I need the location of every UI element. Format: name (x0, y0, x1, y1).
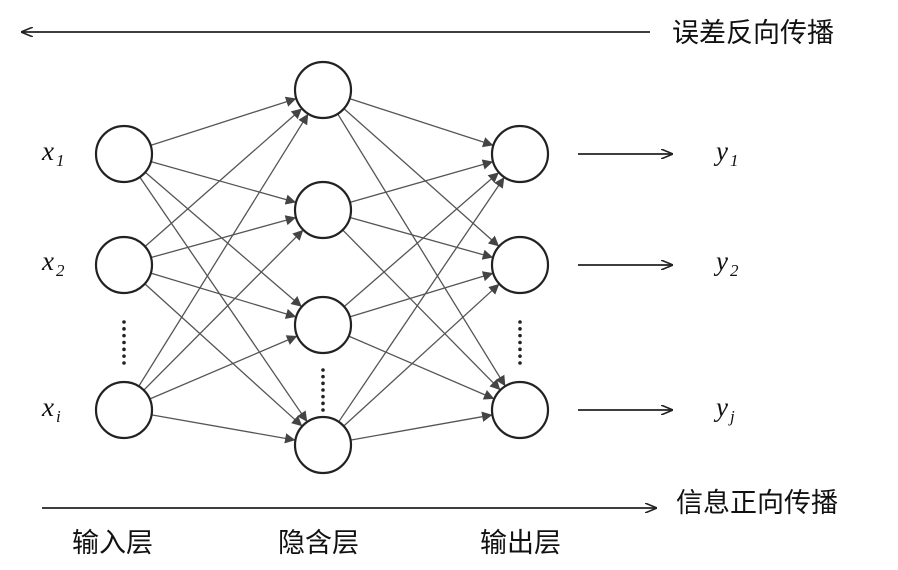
edge-hidden-3-output-0 (338, 177, 505, 423)
ellipsis-dot (518, 340, 522, 345)
input-neuron-0 (94, 124, 154, 184)
hidden-neuron-0 (293, 60, 353, 120)
ellipsis-dot (321, 401, 325, 406)
input-neuron-2 (94, 380, 154, 440)
ellipsis-dot (518, 327, 522, 331)
edge-input-0-hidden-1 (150, 160, 297, 205)
output-ellipsis (518, 320, 522, 365)
input-neuron-1 (94, 235, 154, 295)
edge-hidden-0-output-0 (349, 98, 494, 148)
ellipsis-dot (321, 394, 325, 399)
ellipsis-dot (122, 320, 126, 324)
hidden-neuron-3 (293, 415, 353, 475)
input-ellipsis (122, 320, 126, 365)
edge-input-2-hidden-3 (151, 414, 296, 444)
ellipsis-dot (122, 333, 126, 338)
edge-input-2-hidden-0 (138, 113, 309, 387)
edge-input-0-hidden-2 (144, 171, 302, 307)
ellipsis-dot (321, 374, 325, 379)
edge-hidden-0-output-2 (337, 113, 506, 387)
ellipsis-dot (122, 361, 126, 365)
edge-input-1-hidden-3 (144, 283, 303, 427)
edge-input-1-hidden-1 (150, 215, 297, 259)
ellipsis-dot (122, 340, 126, 345)
ellipsis-dot (518, 354, 522, 358)
edge-input-1-hidden-2 (150, 272, 297, 319)
layer-label-input: 输入层 (72, 528, 153, 559)
ellipsis-dot (321, 408, 325, 412)
ellipsis-dot (321, 388, 325, 392)
ellipsis-dot (122, 327, 126, 331)
neurons (94, 60, 550, 475)
layer-label-hidden: 隐含层 (278, 528, 359, 559)
edge-hidden-1-output-1 (349, 216, 494, 260)
edge-input-0-hidden-3 (139, 176, 308, 422)
ellipsis-dot (518, 361, 522, 365)
forward-label: 信息正向传播 (676, 488, 838, 519)
hidden-neuron-1 (293, 180, 353, 240)
hidden-ellipsis (321, 368, 325, 412)
edge-hidden-2-output-0 (343, 172, 499, 308)
edge-hidden-1-output-0 (349, 159, 494, 203)
edge-hidden-3-output-2 (350, 411, 493, 441)
ellipsis-dot (518, 320, 522, 324)
output-neuron-0 (490, 124, 550, 184)
edge-hidden-2-output-2 (348, 335, 495, 400)
ellipsis-dot (321, 381, 325, 386)
output-neuron-2 (490, 380, 550, 440)
edge-hidden-3-output-1 (343, 283, 500, 427)
ellipsis-dot (321, 368, 325, 372)
edge-input-2-hidden-2 (149, 335, 298, 400)
edge-hidden-1-output-2 (342, 229, 501, 391)
edge-input-1-hidden-0 (144, 108, 303, 247)
backprop-label: 误差反向传播 (672, 18, 834, 49)
edge-hidden-0-output-1 (343, 108, 500, 247)
output-neuron-1 (490, 235, 550, 295)
connections (138, 96, 506, 444)
ellipsis-dot (518, 333, 522, 338)
edge-input-2-hidden-1 (143, 229, 304, 391)
ellipsis-dot (122, 347, 126, 352)
ellipsis-dot (518, 347, 522, 352)
edge-input-0-hidden-0 (150, 96, 297, 147)
ellipsis-dot (122, 354, 126, 358)
hidden-neuron-2 (293, 295, 353, 355)
layer-label-output: 输出层 (480, 528, 561, 559)
edge-hidden-2-output-1 (349, 271, 494, 318)
